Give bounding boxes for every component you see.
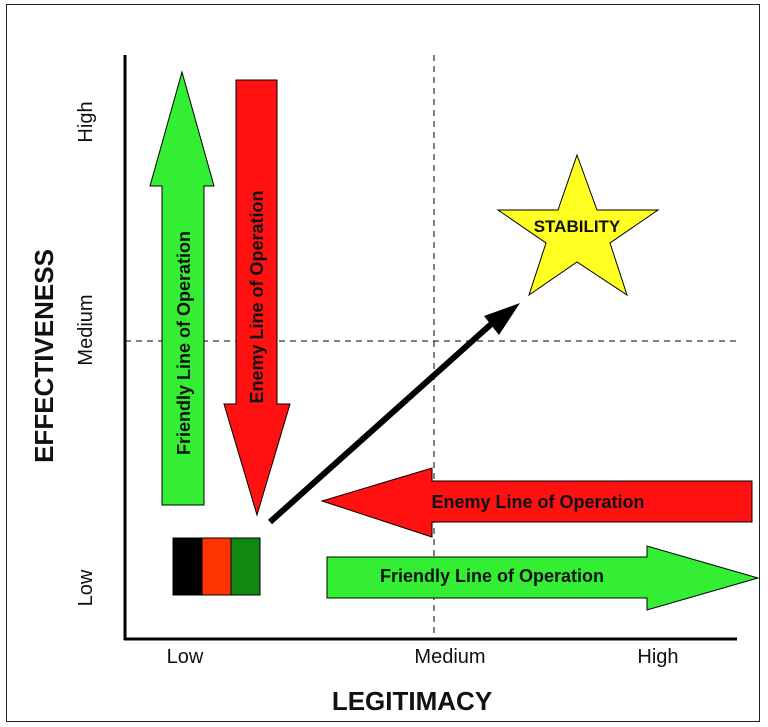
diagonal-arrow <box>267 303 520 525</box>
y-tick-high: High <box>75 101 97 142</box>
friendly-horizontal-arrow <box>326 545 760 611</box>
x-tick-high: High <box>637 646 678 668</box>
friendly-vertical-arrow <box>149 70 215 506</box>
enemy-vertical-arrow <box>223 79 291 517</box>
friendly-horizontal-arrow-label: Friendly Line of Operation <box>380 566 604 586</box>
enemy-vertical-arrow-label: Enemy Line of Operation <box>247 190 267 403</box>
stability-label: STABILITY <box>534 217 621 236</box>
y-axis-title: EFFECTIVENESS <box>29 249 59 463</box>
enemy-horizontal-arrow <box>320 467 753 538</box>
diagram-frame <box>6 4 760 722</box>
flag-icon <box>172 537 261 596</box>
enemy-horizontal-arrow-label: Enemy Line of Operation <box>431 492 644 512</box>
stability-star-icon <box>496 153 660 297</box>
x-tick-medium: Medium <box>414 646 485 668</box>
y-tick-medium: Medium <box>75 294 97 365</box>
x-axis-title: LEGITIMACY <box>332 686 492 716</box>
y-tick-low: Low <box>75 569 97 606</box>
x-tick-low: Low <box>167 646 204 668</box>
friendly-vertical-arrow-label: Friendly Line of Operation <box>174 231 194 455</box>
